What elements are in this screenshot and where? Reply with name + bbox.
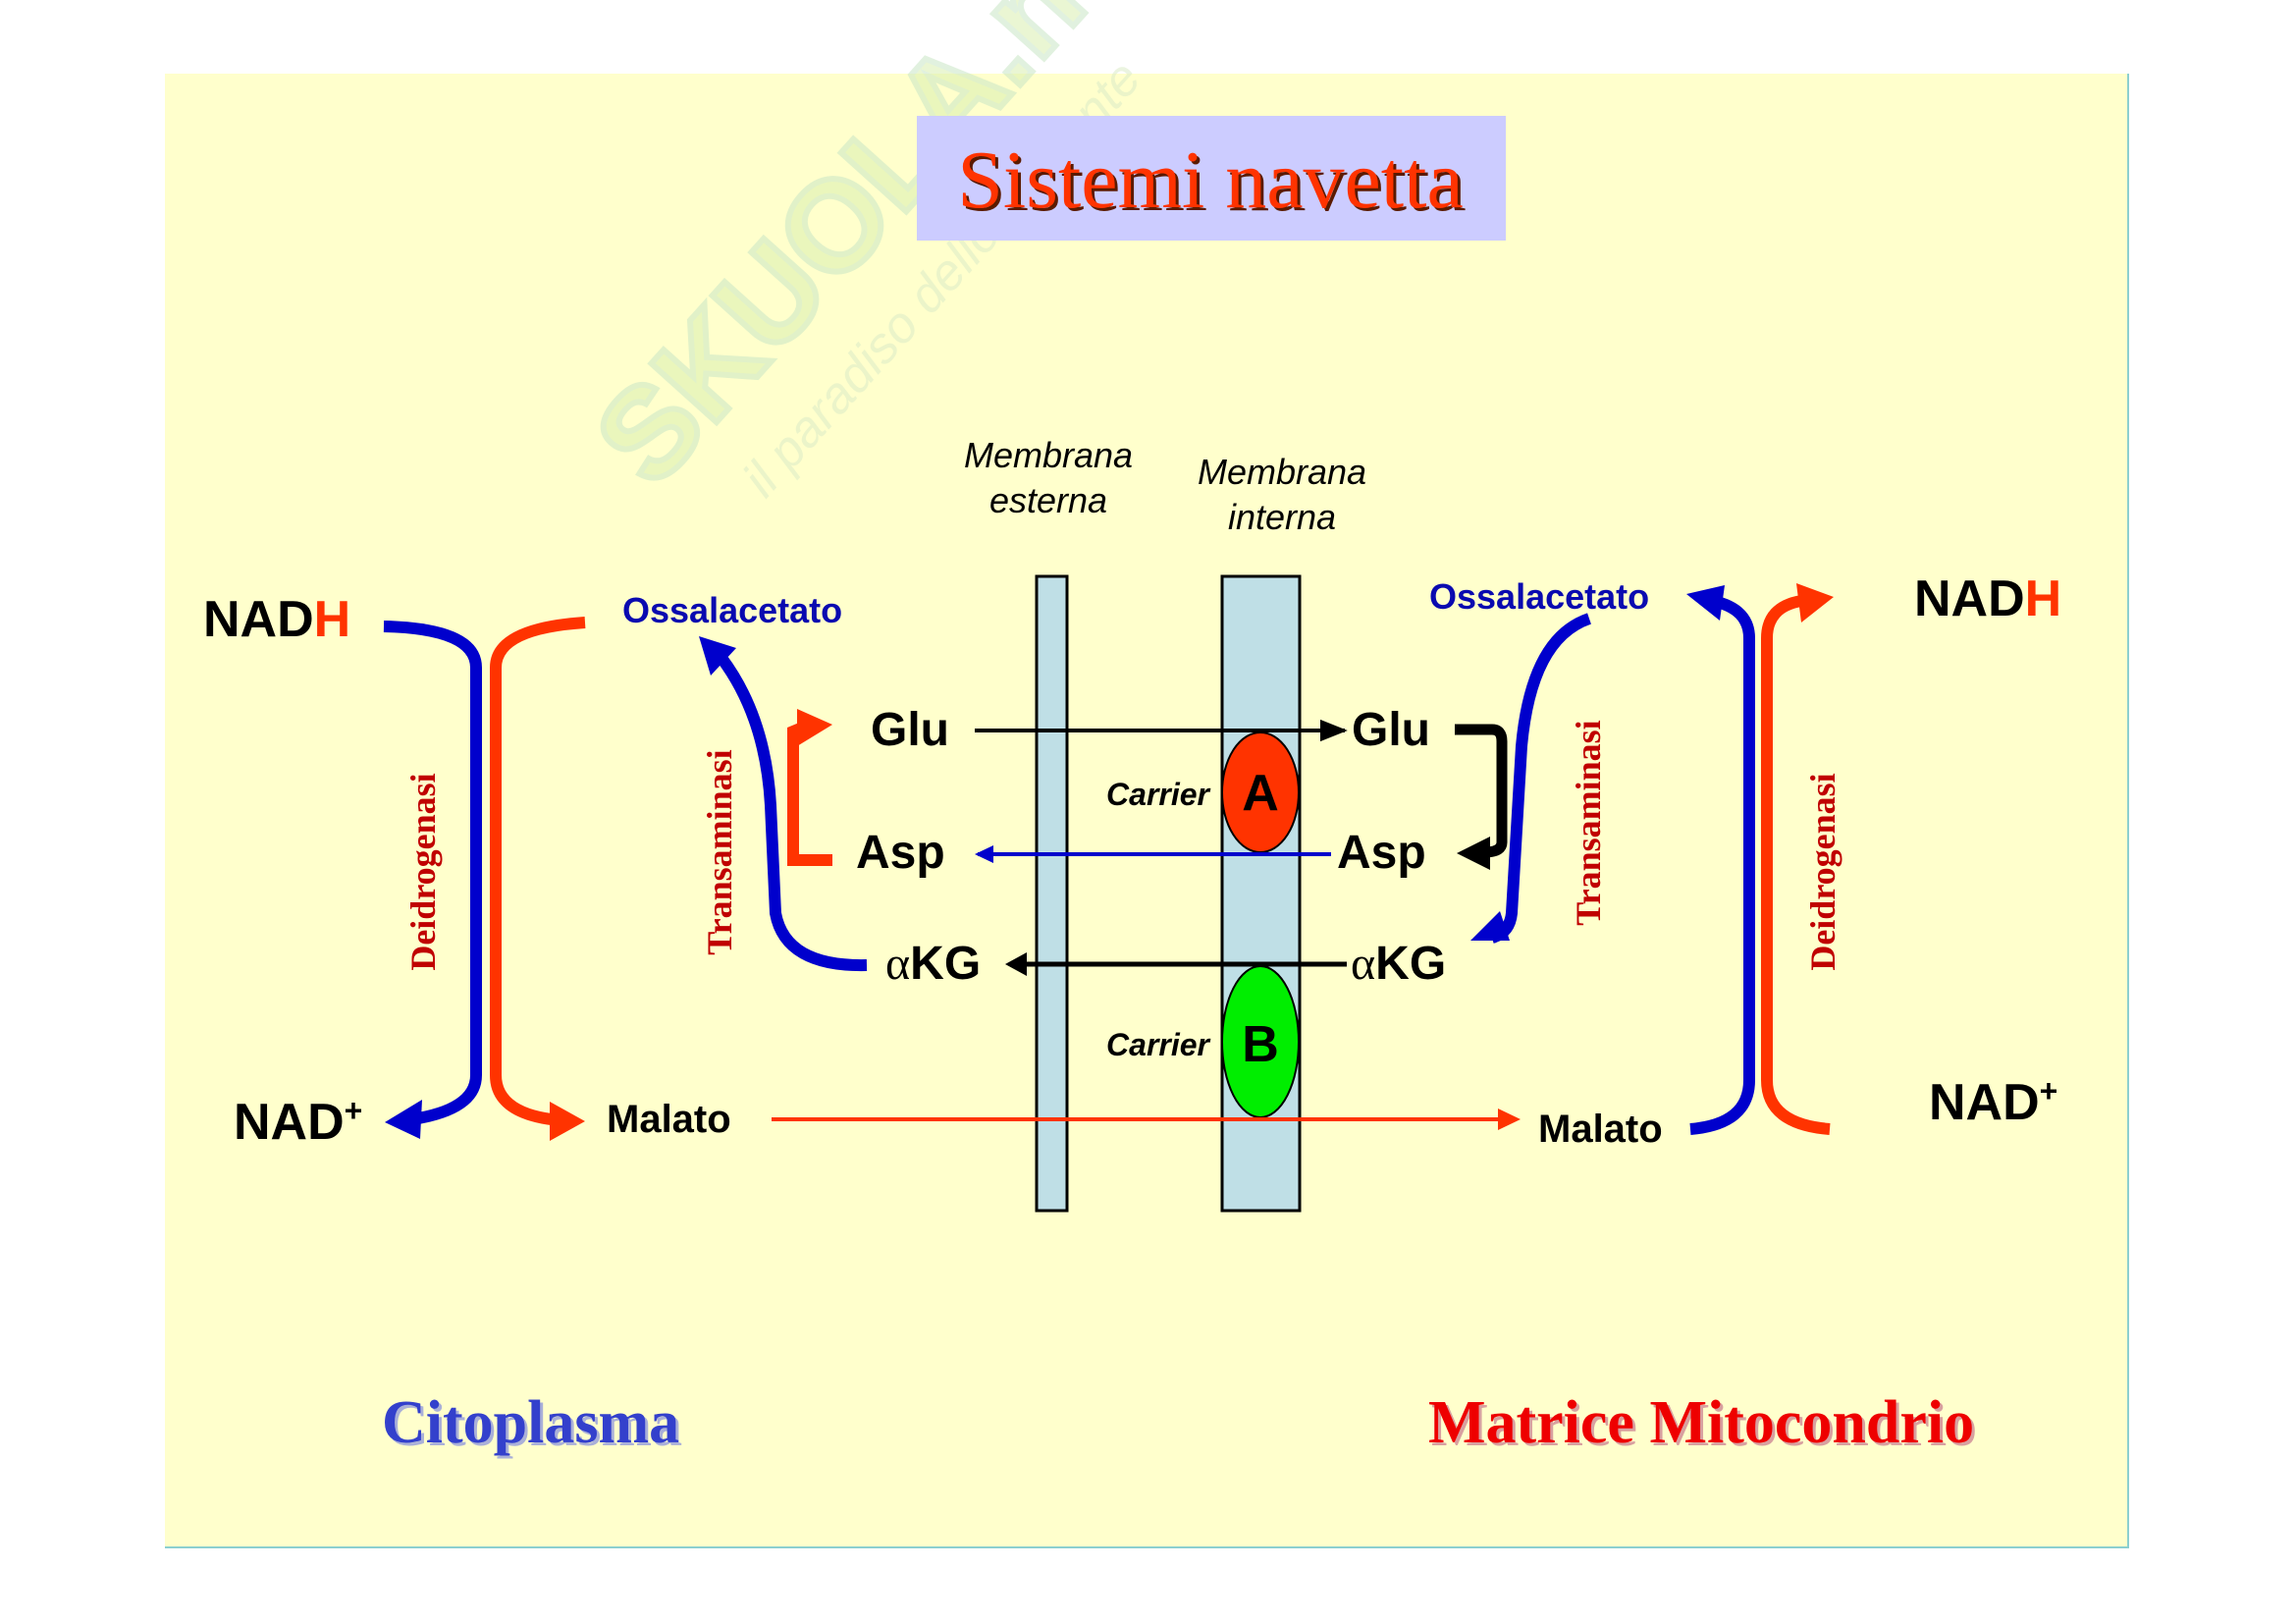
right-glu-asp-black-arrow [1455, 724, 1508, 858]
right-dehydrogenase-blue-arrowhead [1686, 585, 1725, 621]
left-malato-label: Malato [607, 1098, 731, 1141]
left-dehydrogenase-orange-arrow [490, 617, 586, 1126]
right-nad-plus-base: NAD [1929, 1074, 2040, 1131]
left-nad-plus-base: NAD [234, 1094, 345, 1151]
right-ossalacetato-label: Ossalacetato [1429, 576, 1649, 617]
left-dehydrogenase-label: Deidrogenasi [403, 773, 443, 970]
right-dehydrogenase-orange-arrowhead [1796, 583, 1834, 622]
left-dehydrogenase-blue-arrow [383, 621, 482, 1125]
left-akg-alpha: α [885, 938, 910, 990]
right-akg-text: KG [1375, 938, 1446, 990]
left-nad-plus-label: NAD+ [234, 1093, 362, 1151]
left-transaminase-label: Transaminasi [700, 749, 739, 954]
mitochondrial-matrix-label: Matrice Mitocondrio [1428, 1389, 1974, 1456]
right-nad-plus-label: NAD+ [1929, 1073, 2057, 1131]
right-nadh-base: NAD [1914, 570, 2025, 627]
left-nad-plus-sup: + [345, 1093, 363, 1128]
malato-transport-arrowhead [1498, 1109, 1521, 1130]
right-akg-label: αKG [1351, 938, 1446, 990]
right-nadh-h: H [2025, 570, 2062, 627]
right-asp-label: Asp [1337, 827, 1426, 879]
right-glu-asp-black-arrowhead [1457, 837, 1490, 870]
page-title: Sistemi navetta [957, 135, 1464, 226]
cytoplasm-label-shadow: Citoplasma [385, 1392, 682, 1459]
left-transaminase-blue-arrow [717, 654, 868, 972]
right-nadh-label: NADH [1914, 570, 2061, 627]
right-akg-alpha: α [1351, 938, 1375, 990]
outer-membrane-label-1: Membrana [964, 435, 1133, 475]
left-nadh-h: H [314, 591, 351, 648]
right-glu-label: Glu [1352, 704, 1430, 756]
outer-membrane-label-2: esterna [989, 480, 1107, 520]
carrier-b-label: Carrier [1106, 1027, 1211, 1062]
akg-transport-arrowhead [1005, 952, 1027, 976]
left-transaminase-blue-arrowhead [699, 636, 736, 676]
left-dehydrogenase-blue-arrowhead [385, 1100, 422, 1139]
left-asp-label: Asp [856, 827, 945, 879]
right-nad-plus-sup: + [2040, 1073, 2058, 1109]
right-dehydrogenase-orange-arrow [1761, 595, 1831, 1135]
right-malato-label: Malato [1538, 1108, 1663, 1151]
right-transaminase-label: Transaminasi [1569, 720, 1608, 925]
page-title-shadow: Sistemi navetta [960, 137, 1467, 229]
inner-membrane-label-2: interna [1228, 497, 1336, 537]
left-transaminase-orange-arrowhead [797, 709, 832, 746]
carrier-b-id: B [1242, 1016, 1279, 1073]
title-box [917, 116, 1506, 241]
left-nadh-label: NADH [203, 591, 350, 648]
left-akg-text: KG [910, 938, 981, 990]
mitochondrial-matrix-label-shadow: Matrice Mitocondrio [1431, 1392, 1977, 1459]
carrier-a-id: A [1242, 765, 1279, 822]
left-glu-label: Glu [871, 704, 949, 756]
left-akg-label: αKG [885, 938, 981, 990]
left-ossalacetato-label: Ossalacetato [622, 590, 842, 630]
asp-transport-arrowhead [975, 845, 993, 863]
left-nadh-base: NAD [203, 591, 314, 648]
watermark: SKUOLA.net il paradiso dello studente [564, 0, 1189, 514]
right-dehydrogenase-blue-arrow [1689, 595, 1755, 1135]
right-dehydrogenase-label: Deidrogenasi [1803, 773, 1842, 970]
left-transaminase-orange-arrow [787, 721, 832, 866]
carrier-a-label: Carrier [1106, 777, 1211, 812]
right-transaminase-blue-arrowhead [1470, 911, 1510, 941]
inner-membrane-label-1: Membrana [1198, 452, 1366, 492]
cytoplasm-label: Citoplasma [382, 1389, 679, 1456]
left-dehydrogenase-orange-arrowhead [550, 1102, 585, 1141]
outer-membrane [1035, 574, 1069, 1213]
